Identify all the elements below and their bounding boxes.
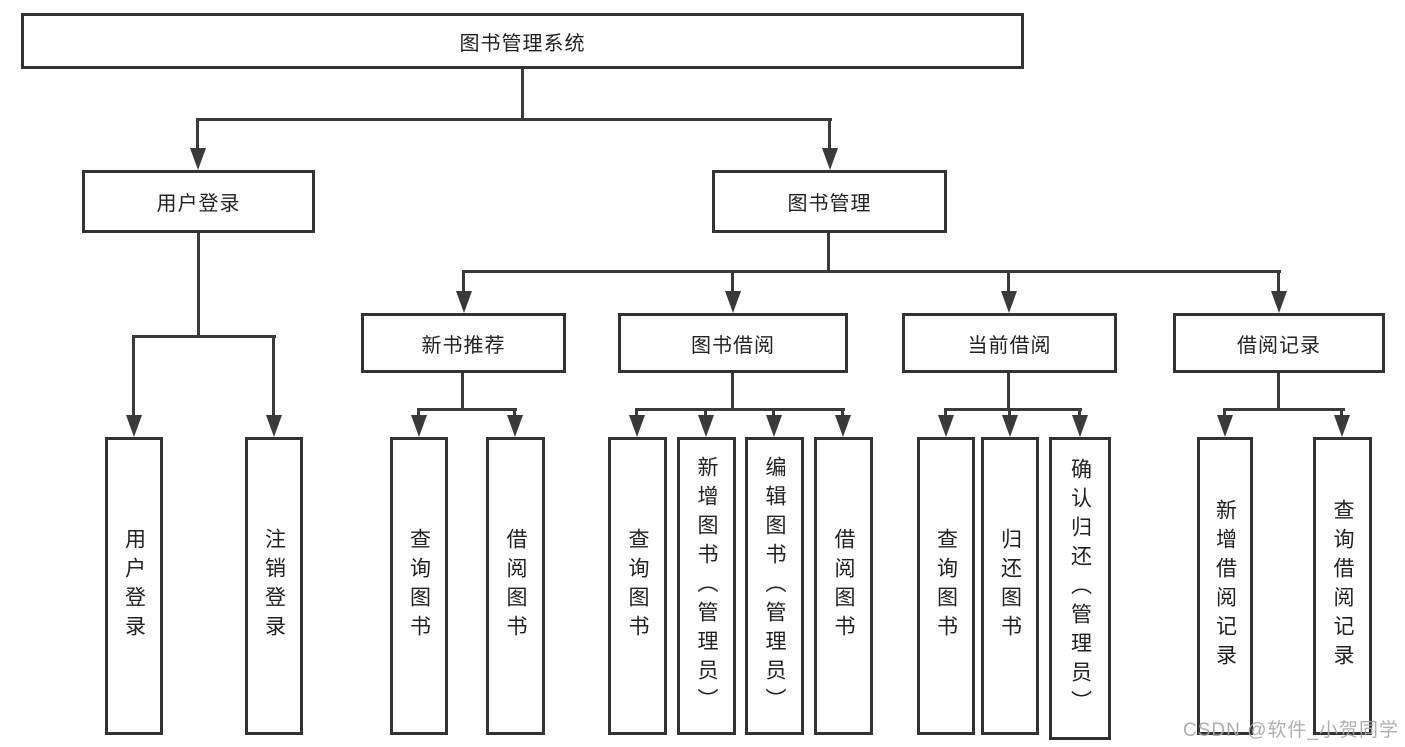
arrowhead-book-borrowing <box>725 291 741 313</box>
connector-borrowing-stem <box>731 373 734 408</box>
connector-root-rail <box>196 118 832 121</box>
connector-drop-user-login <box>196 118 199 154</box>
arrowhead-borrowing-query <box>629 415 645 437</box>
node-current-borrowing: 当前借阅 <box>902 313 1117 373</box>
leaf-label: 查询图书 <box>626 528 649 644</box>
connector-borrowing-rail <box>635 408 845 411</box>
connector-drop-add-books <box>704 408 707 420</box>
connector-drop-current-borrowing <box>1007 270 1010 297</box>
leaf-label: 归还图书 <box>998 528 1022 644</box>
connector-user-login-stem <box>197 233 200 335</box>
arrowhead-borrow-records <box>1271 291 1287 313</box>
connector-drop-leaf-logout <box>272 335 275 419</box>
leaf-label: 新增图书（管理员） <box>695 455 718 717</box>
node-borrow-records: 借阅记录 <box>1173 313 1385 373</box>
connector-book-management-stem <box>827 233 830 270</box>
leaf-label: 确认归还（管理员） <box>1068 458 1092 719</box>
node-label: 借阅记录 <box>1237 334 1321 357</box>
connector-drop-borrowing-borrow <box>841 408 844 420</box>
leaf-borrowing-borrow-books: 借阅图书 <box>814 437 873 735</box>
connector-drop-return-books <box>1008 408 1011 420</box>
arrowhead-book-management <box>822 148 838 170</box>
leaf-label: 借阅图书 <box>832 528 855 644</box>
connector-drop-book-borrowing <box>731 270 734 297</box>
connector-drop-recommend-query <box>417 408 420 420</box>
arrowhead-return-books <box>1002 415 1018 437</box>
arrowhead-new-book-recommend <box>456 291 472 313</box>
connector-current-stem <box>1007 373 1010 408</box>
arrowhead-user-login <box>190 148 206 170</box>
leaf-current-query-books: 查询图书 <box>917 437 975 735</box>
leaf-label: 查询图书 <box>934 528 958 644</box>
connector-drop-query-record <box>1340 408 1343 420</box>
leaf-label: 新增借阅记录 <box>1213 499 1237 673</box>
node-new-book-recommend: 新书推荐 <box>361 313 566 373</box>
connector-records-rail <box>1223 408 1345 411</box>
connector-drop-recommend-borrow <box>513 408 516 420</box>
node-label: 图书管理系统 <box>459 32 586 55</box>
node-label: 图书管理 <box>787 193 872 215</box>
node-label: 用户登录 <box>156 193 241 215</box>
node-user-login: 用户登录 <box>82 170 315 233</box>
leaf-add-borrow-record: 新增借阅记录 <box>1197 437 1253 735</box>
leaf-label: 查询图书 <box>407 528 431 644</box>
leaf-label: 编辑图书（管理员） <box>763 455 786 717</box>
arrowhead-add-books <box>698 415 714 437</box>
arrowhead-edit-books <box>766 415 782 437</box>
arrowhead-recommend-borrow <box>507 415 523 437</box>
node-book-management: 图书管理 <box>712 170 947 233</box>
leaf-borrowing-query-books: 查询图书 <box>608 437 667 735</box>
node-label: 当前借阅 <box>967 334 1052 357</box>
leaf-label: 借阅图书 <box>504 528 527 644</box>
arrowhead-recommend-query <box>411 415 427 437</box>
arrowhead-current-query <box>938 415 954 437</box>
leaf-user-login: 用户登录 <box>105 437 163 735</box>
connector-root-stem <box>521 69 524 118</box>
connector-current-rail <box>944 408 1082 411</box>
leaf-query-borrow-record: 查询借阅记录 <box>1313 437 1372 735</box>
node-book-borrowing: 图书借阅 <box>618 313 848 373</box>
connector-recommend-rail <box>417 408 517 411</box>
node-label: 新书推荐 <box>421 334 506 357</box>
leaf-label: 查询借阅记录 <box>1331 499 1354 673</box>
connector-records-stem <box>1277 373 1280 408</box>
leaf-recommend-borrow-books: 借阅图书 <box>486 437 545 735</box>
csdn-watermark: CSDN @软件_小贺同学 <box>1183 720 1399 741</box>
node-label: 图书借阅 <box>691 334 775 357</box>
connector-drop-edit-books <box>772 408 775 420</box>
leaf-logout: 注销登录 <box>245 437 303 735</box>
leaf-edit-books-admin: 编辑图书（管理员） <box>745 437 804 735</box>
connector-user-login-rail <box>132 335 276 338</box>
node-root-library-system: 图书管理系统 <box>21 13 1024 69</box>
arrowhead-current-borrowing <box>1001 291 1017 313</box>
leaf-add-books-admin: 新增图书（管理员） <box>677 437 736 735</box>
connector-drop-add-record <box>1223 408 1226 420</box>
leaf-label: 用户登录 <box>122 528 146 644</box>
arrowhead-query-record <box>1334 415 1350 437</box>
connector-drop-confirm-return <box>1078 408 1081 420</box>
leaf-return-books: 归还图书 <box>981 437 1039 735</box>
connector-book-management-rail <box>462 270 1281 273</box>
arrowhead-add-record <box>1217 415 1233 437</box>
leaf-recommend-query-books: 查询图书 <box>390 437 448 735</box>
connector-drop-borrowing-query <box>635 408 638 420</box>
leaf-label: 注销登录 <box>262 528 286 644</box>
connector-drop-current-query <box>944 408 947 420</box>
arrowhead-leaf-logout <box>266 415 282 437</box>
leaf-confirm-return-admin: 确认归还（管理员） <box>1049 437 1111 740</box>
arrowhead-leaf-user-login <box>126 415 142 437</box>
connector-drop-borrow-records <box>1277 270 1280 297</box>
arrowhead-confirm-return <box>1072 415 1088 437</box>
arrowhead-borrowing-borrow <box>835 415 851 437</box>
connector-drop-leaf-user-login <box>132 335 135 419</box>
connector-drop-new-book-recommend <box>462 270 465 297</box>
connector-recommend-stem <box>461 373 464 408</box>
connector-drop-book-management <box>828 118 831 154</box>
